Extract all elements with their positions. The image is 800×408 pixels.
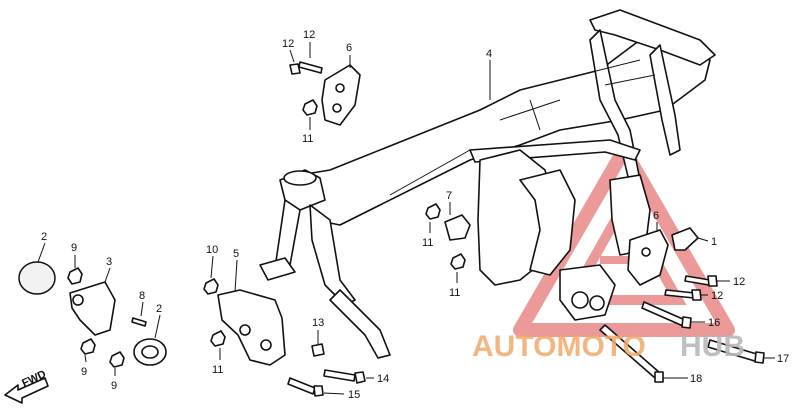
callout-16: 16 [708, 317, 720, 329]
callout-1: 1 [711, 236, 717, 248]
callout-13: 13 [312, 317, 324, 329]
callout-5: 5 [233, 248, 239, 260]
callout-14: 14 [377, 373, 389, 385]
right-parts [599, 227, 765, 383]
callout-2: 2 [156, 303, 162, 315]
leader-lines [37, 42, 775, 395]
callout-11: 11 [212, 364, 223, 376]
callout-12: 12 [282, 38, 294, 50]
callout-11: 11 [449, 287, 460, 299]
left-parts [4, 261, 167, 404]
callout-11: 11 [422, 237, 433, 249]
callout-9: 9 [111, 380, 117, 392]
callout-17: 17 [777, 353, 789, 365]
callout-6: 6 [653, 210, 659, 222]
main-frame [259, 9, 716, 359]
callout-4: 4 [486, 48, 492, 60]
callout-10: 10 [206, 244, 218, 256]
callout-9: 9 [71, 242, 77, 254]
callout-12: 12 [711, 290, 723, 302]
callout-15: 15 [348, 389, 360, 401]
watermark-text: AUTOMOTO HUB [472, 330, 745, 363]
callout-18: 18 [690, 373, 702, 385]
watermark-text-a: AUTOMOTO [472, 330, 646, 363]
callout-12: 12 [303, 29, 315, 41]
callout-labels: 4 6 12 12 11 2 9 3 8 2 9 9 10 5 11 13 14… [20, 29, 789, 401]
callout-3: 3 [106, 256, 112, 268]
watermark-text-b: HUB [680, 330, 745, 363]
top-left-parts [289, 61, 361, 126]
bracket-5 [203, 278, 366, 397]
callout-11: 11 [302, 133, 313, 145]
callout-2: 2 [41, 231, 47, 243]
callout-12: 12 [733, 276, 745, 288]
callout-6: 6 [346, 42, 352, 54]
center-parts [425, 203, 471, 270]
callout-9: 9 [81, 366, 87, 378]
callout-7: 7 [446, 190, 452, 202]
callout-8: 8 [139, 290, 145, 302]
